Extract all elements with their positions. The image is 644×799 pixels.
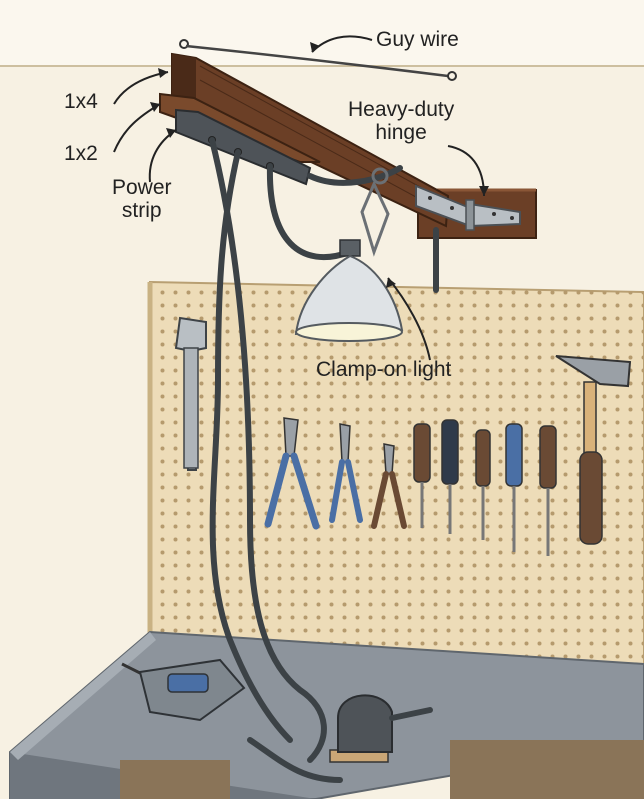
power-strip-label: Power strip (112, 176, 172, 222)
orbital-sander (329, 694, 433, 763)
cleat-1x2 (159, 92, 321, 163)
drill (121, 658, 246, 722)
ceiling-strip (0, 0, 644, 66)
hinge-label: Heavy-duty hinge (348, 98, 454, 144)
pipe-wrench (174, 316, 207, 471)
guy-wire-label: Guy wire (376, 28, 459, 51)
screwdrivers (413, 419, 557, 556)
hinge-label-line2: hinge (375, 121, 427, 144)
one-by-two-label: 1x2 (64, 142, 98, 165)
power-strip-label-line2: strip (121, 199, 162, 222)
heavy-duty-hinge (415, 184, 521, 231)
leader-arrowheads (150, 42, 489, 288)
hinge-label-line1: Heavy-duty (348, 98, 455, 121)
clamp-on-light-label: Clamp-on light (316, 358, 452, 381)
clamp-on-light (294, 167, 404, 342)
power-strip-label-line1: Power (112, 176, 172, 199)
pegboard (147, 280, 644, 674)
hammer (555, 355, 632, 545)
pliers (264, 417, 407, 530)
power-cords (209, 137, 439, 783)
guy-wire (179, 39, 457, 81)
one-by-four-label: 1x4 (64, 90, 98, 113)
